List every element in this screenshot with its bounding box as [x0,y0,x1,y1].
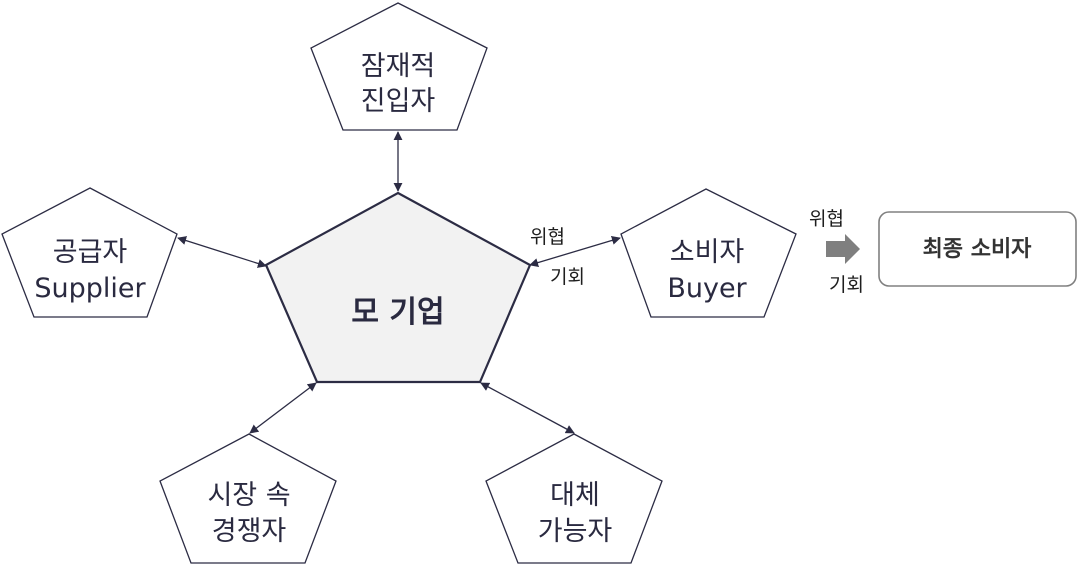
substitutes-pentagon [485,433,663,564]
connector-buyers [529,236,621,267]
new-entrants-line1: 잠재적 [361,51,436,82]
buyers-line1: 소비자 [670,237,745,268]
suppliers-line2: Supplier [34,273,146,304]
center-pentagon [264,191,532,384]
substitutes-line1: 대체 [550,480,600,511]
buyer-threat-label: 위협 [530,226,565,248]
end-customer-arrow-icon [826,234,860,264]
competitors-line2: 경쟁자 [212,516,287,547]
competitors-pentagon [159,433,337,564]
end-customer-box: 최종 소비자 [878,211,1077,287]
end-customer-rect [878,211,1077,287]
suppliers-line1: 공급자 [53,237,128,268]
substitutes-line2: 가능자 [538,516,613,547]
node-competitors: 시장 속 경쟁자 [159,433,337,564]
new-entrants-pentagon [310,2,488,131]
end-customer-label: 최종 소비자 [923,237,1033,262]
node-suppliers: 공급자 Supplier [1,187,178,318]
node-buyers: 소비자 Buyer [620,188,797,318]
node-new-entrants: 잠재적 진입자 [310,2,488,131]
connector-competitors [249,382,317,434]
buyer-opportunity-label: 기회 [550,266,585,288]
buyers-pentagon [620,188,797,318]
center-node: 모 기업 [264,191,532,384]
new-entrants-line2: 진입자 [361,86,436,117]
end-threat-label: 위협 [809,208,844,230]
connector-suppliers [177,236,267,268]
competitors-line1: 시장 속 [207,480,290,511]
suppliers-pentagon [1,187,178,318]
connector-substitutes [480,382,575,434]
buyers-line2: Buyer [667,273,747,304]
end-opportunity-label: 기회 [829,274,864,296]
center-label: 모 기업 [351,295,444,330]
node-substitutes: 대체 가능자 [485,433,663,564]
